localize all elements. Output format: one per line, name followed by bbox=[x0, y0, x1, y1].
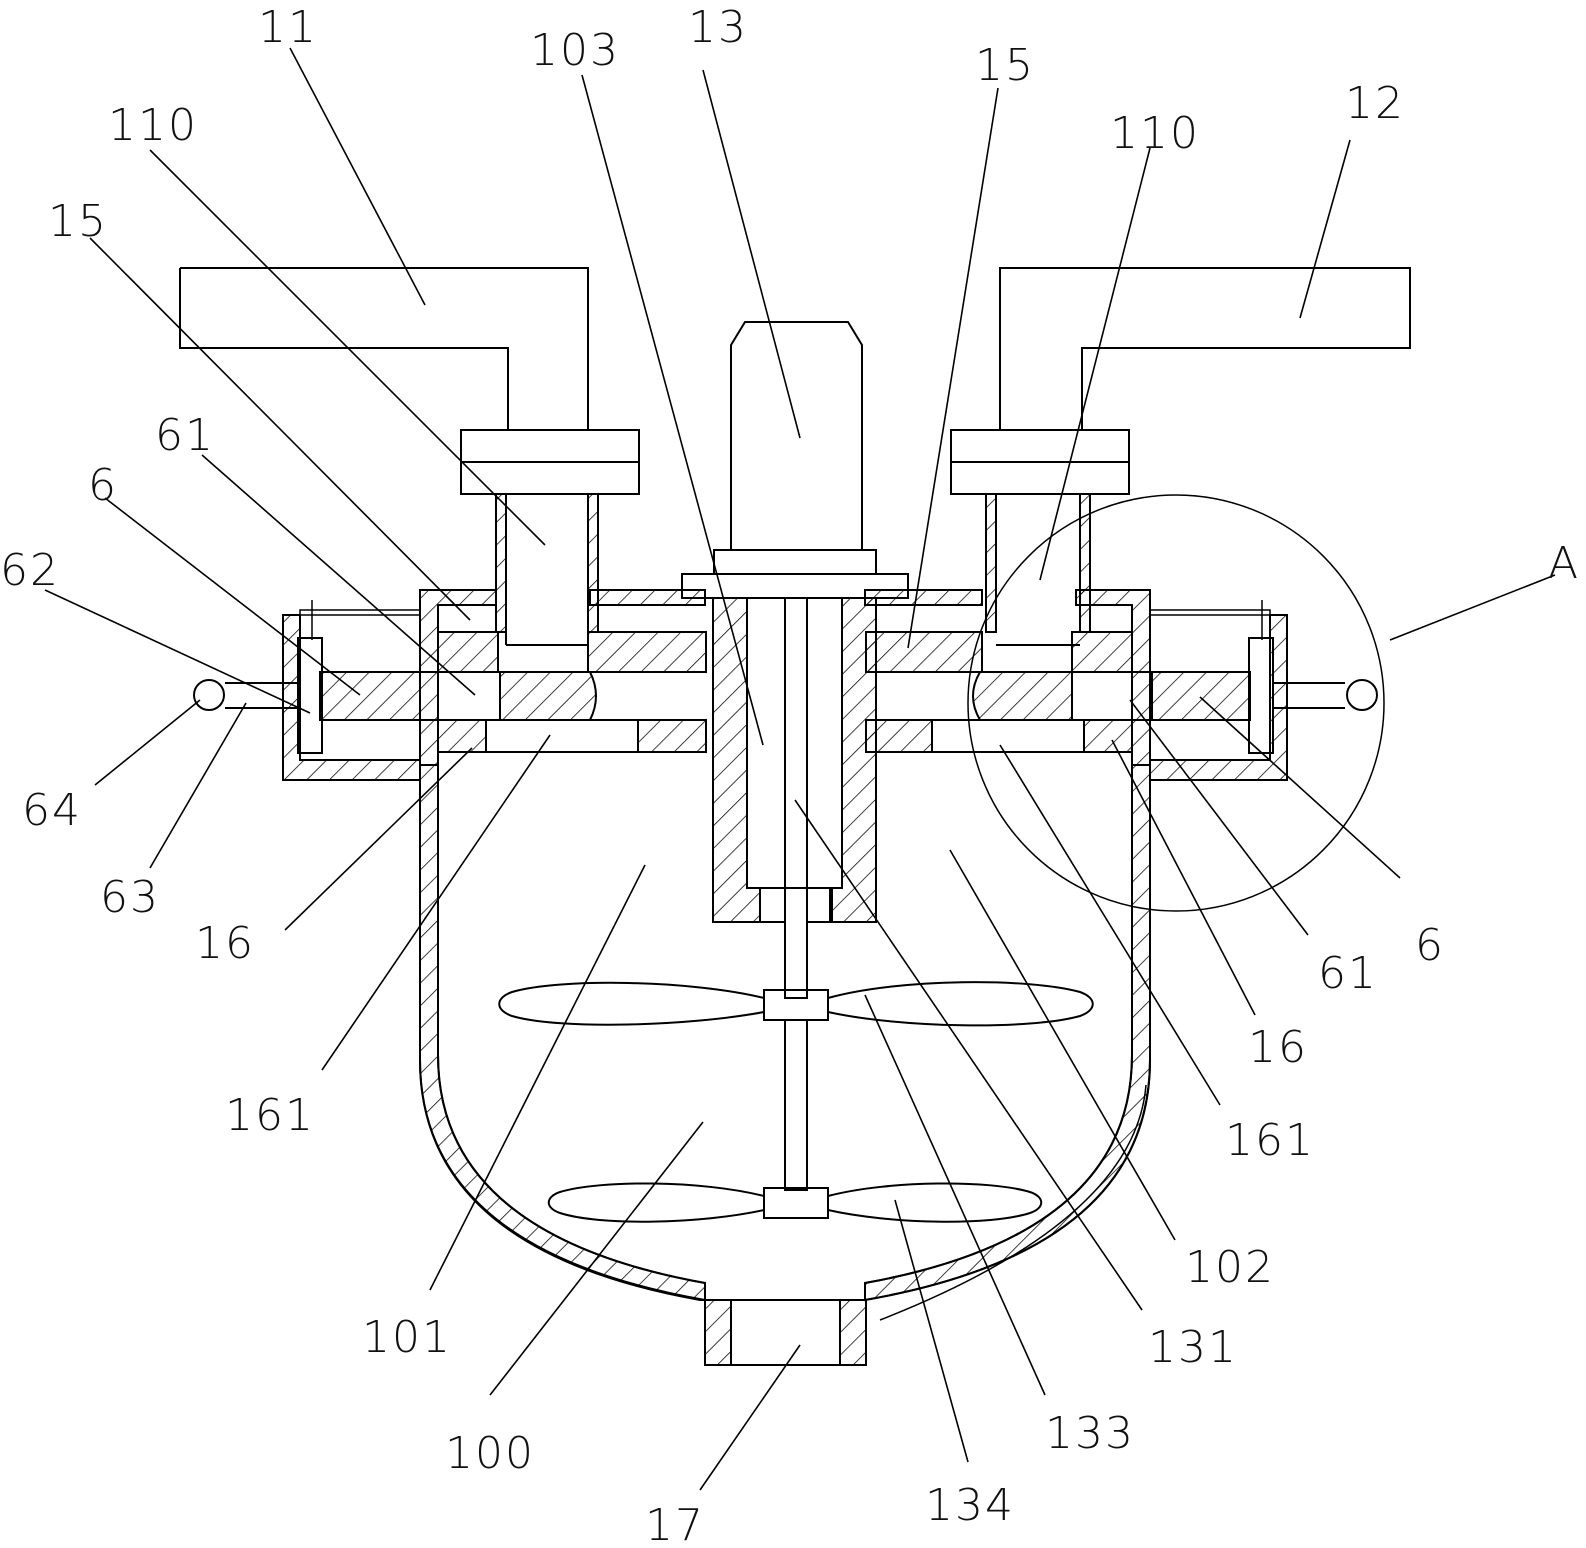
label-110-left: 110 bbox=[108, 100, 198, 151]
vessel-shell bbox=[419, 720, 1151, 1321]
right-wall-hatch bbox=[864, 764, 1151, 1302]
label-134: 134 bbox=[925, 1480, 1015, 1531]
leader-lines bbox=[44, 47, 1556, 1491]
label-13: 13 bbox=[688, 2, 748, 53]
label-133: 133 bbox=[1045, 1408, 1135, 1459]
label-17: 17 bbox=[645, 1500, 705, 1548]
label-6-left: 6 bbox=[88, 460, 118, 511]
label-110-right: 110 bbox=[1110, 108, 1200, 159]
label-102: 102 bbox=[1185, 1242, 1275, 1293]
label-64: 64 bbox=[22, 785, 82, 836]
label-16-right: 16 bbox=[1248, 1022, 1308, 1073]
label-62: 62 bbox=[0, 545, 60, 596]
left-knob bbox=[193, 679, 225, 711]
label-131: 131 bbox=[1148, 1322, 1238, 1373]
label-16-left: 16 bbox=[195, 918, 255, 969]
label-63: 63 bbox=[100, 872, 160, 923]
label-a: A bbox=[1548, 538, 1580, 589]
label-100: 100 bbox=[445, 1428, 535, 1479]
label-161-right: 161 bbox=[1225, 1115, 1315, 1166]
left-wall-hatch bbox=[419, 764, 706, 1302]
motor-assembly bbox=[498, 321, 1094, 1223]
label-15-right: 15 bbox=[975, 40, 1035, 91]
right-knob bbox=[1346, 679, 1378, 711]
label-11: 11 bbox=[258, 2, 318, 53]
label-161-left: 161 bbox=[225, 1090, 315, 1141]
label-101: 101 bbox=[362, 1312, 452, 1363]
label-103: 103 bbox=[530, 25, 620, 76]
label-6-right: 6 bbox=[1415, 920, 1445, 971]
label-12: 12 bbox=[1345, 78, 1405, 129]
lid-assembly bbox=[193, 589, 1378, 781]
label-61-left: 61 bbox=[155, 410, 215, 461]
label-61-right: 61 bbox=[1318, 948, 1378, 999]
label-15-left: 15 bbox=[48, 196, 108, 247]
bottom-outlet bbox=[704, 1299, 867, 1366]
feed-pipes bbox=[179, 267, 1411, 646]
detail-circle-a bbox=[967, 494, 1385, 912]
